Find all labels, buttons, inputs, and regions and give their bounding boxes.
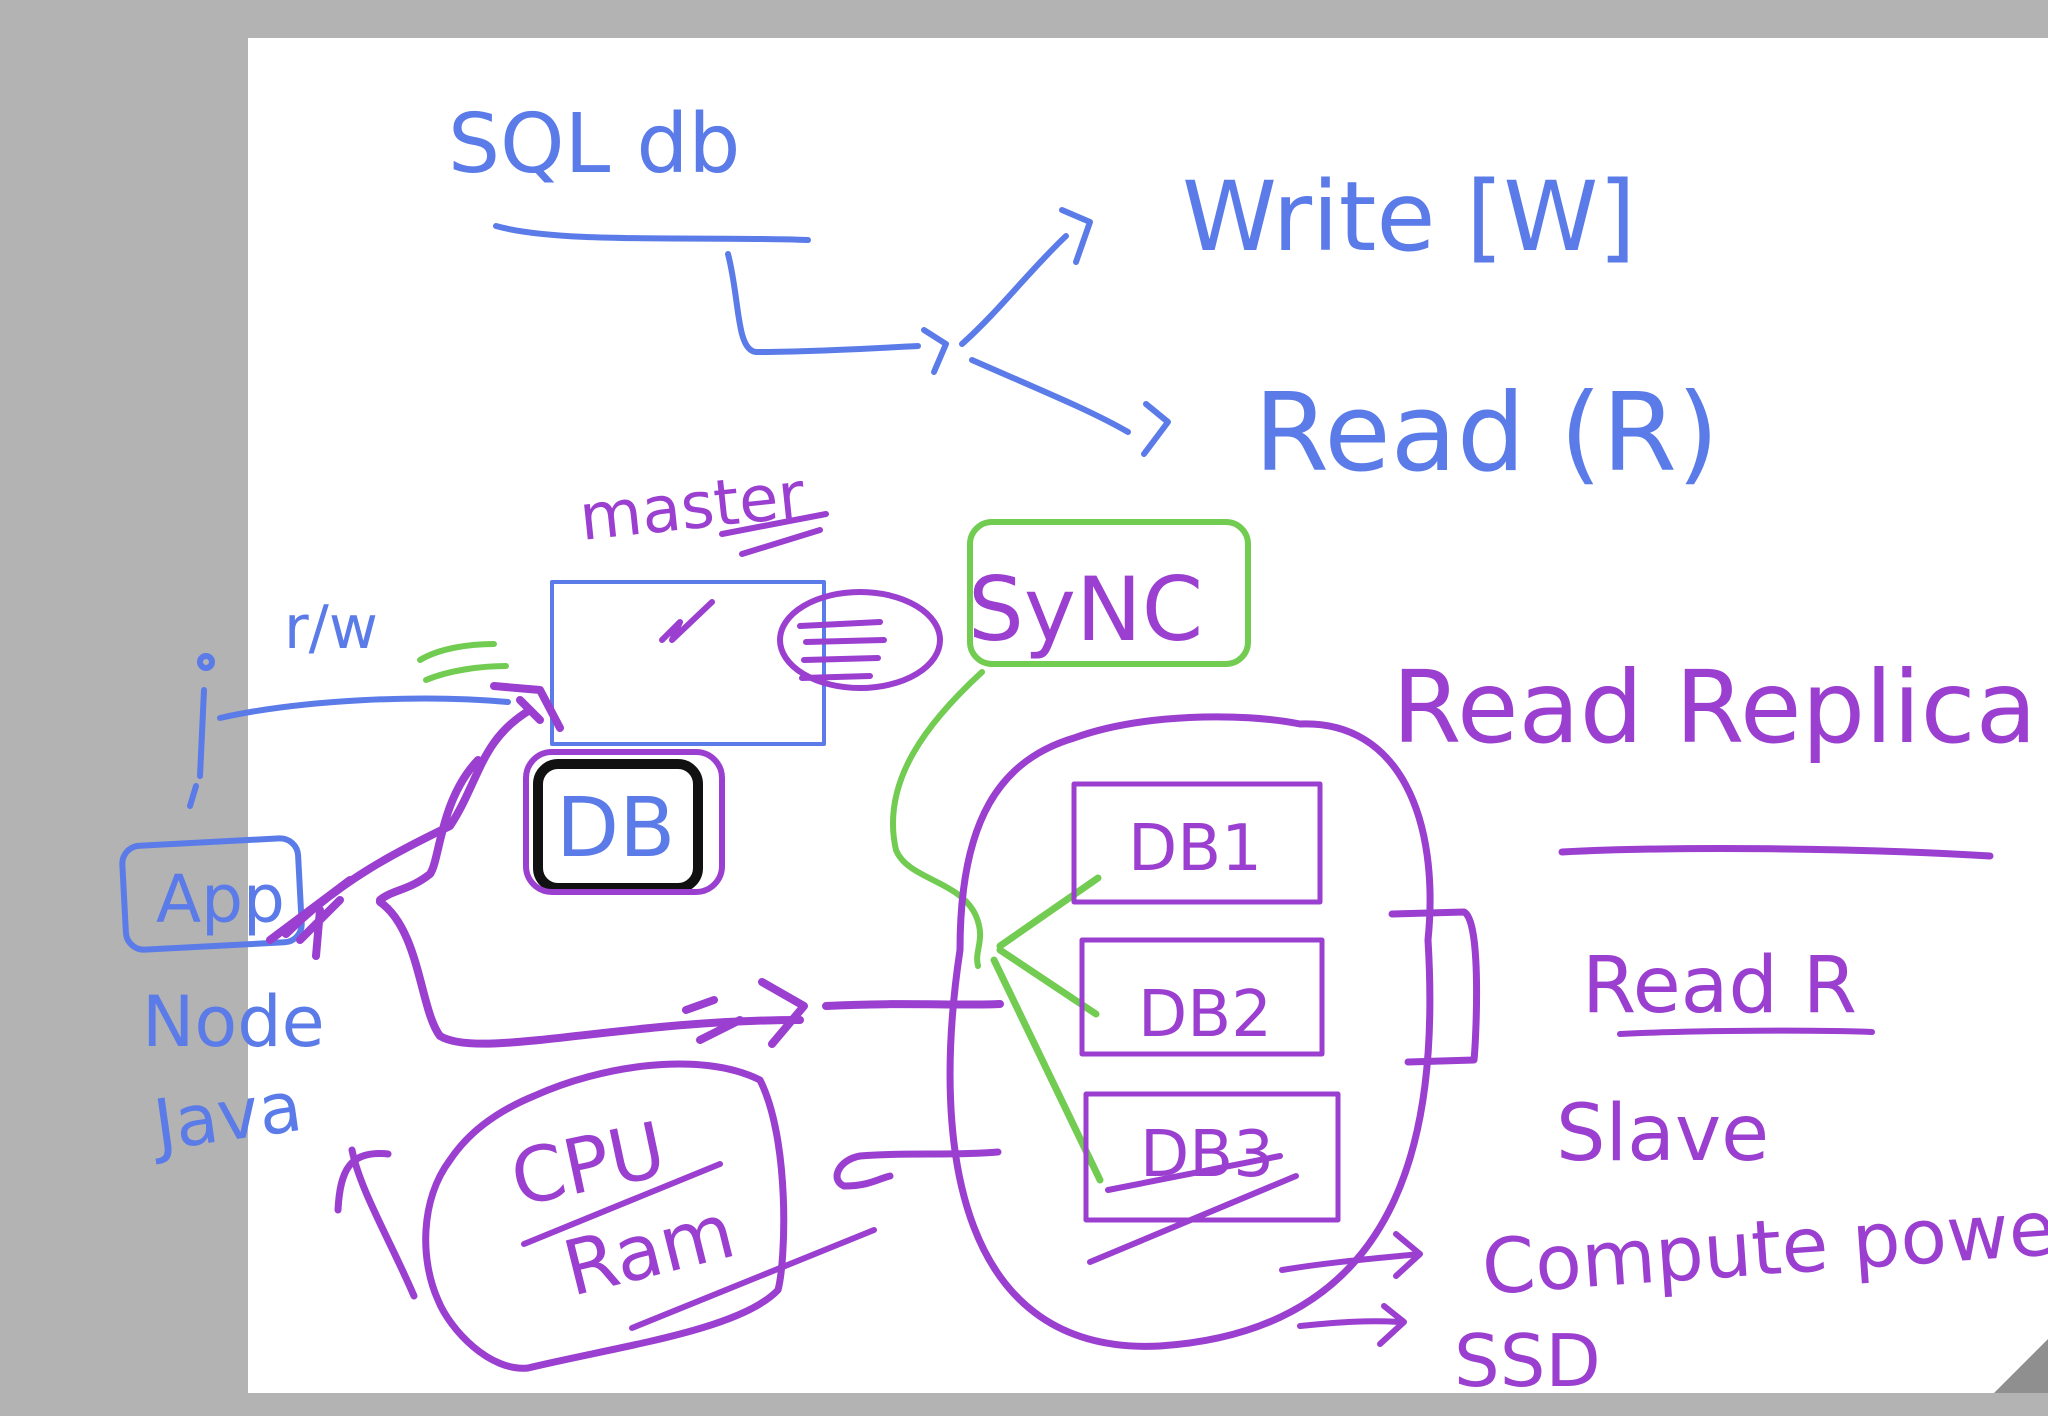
java-label: Java — [145, 1065, 307, 1167]
rw-underline — [417, 641, 509, 683]
title-underline — [493, 223, 811, 243]
ssd-note: SSD — [1454, 1319, 1601, 1403]
sync-link — [889, 669, 985, 969]
write-arrow-line — [959, 233, 1069, 347]
app-arrowhead — [266, 876, 354, 960]
master-list-lines — [797, 619, 887, 681]
replica-arrowhead — [682, 978, 808, 1048]
replica-to-server-link — [833, 1148, 1002, 1190]
compute-arrow — [1279, 1231, 1423, 1279]
write-arrowhead — [1059, 207, 1093, 265]
replica-title-read: Read Replica — [1392, 649, 2037, 766]
master-to-app-return — [376, 756, 482, 904]
master-checkmark — [659, 599, 715, 643]
db1-label: DB1 — [1128, 812, 1262, 886]
db2-label: DB2 — [1138, 978, 1272, 1052]
master-underline — [719, 511, 829, 557]
db-label: DB — [556, 781, 675, 876]
db1-box — [1071, 781, 1323, 905]
branch-arrowhead — [921, 327, 949, 375]
ssd-arrow — [1297, 1303, 1407, 1347]
server-up-arrow — [334, 1146, 418, 1300]
read-arrowhead — [1141, 401, 1171, 457]
resize-handle[interactable] — [1994, 1339, 2048, 1393]
rw-label: r/w — [284, 593, 378, 663]
app-box — [119, 835, 305, 953]
db2-box — [1079, 937, 1325, 1057]
read-label: Read (R) — [1254, 371, 1719, 496]
cpu-underline — [521, 1161, 723, 1247]
replica-link-tail — [822, 1000, 1004, 1010]
node-label: Node — [142, 981, 325, 1063]
db-box — [533, 759, 703, 893]
replica-cluster-outline — [946, 713, 1434, 1350]
read-r-note: Read R — [1582, 941, 1857, 1031]
ram-underline — [629, 1227, 877, 1331]
read-r-underline — [1617, 1027, 1875, 1037]
app-to-replica-link — [376, 898, 804, 1048]
app-label: App — [156, 861, 285, 938]
master-list-icon — [777, 589, 943, 691]
replica-title-underline — [1558, 845, 1994, 860]
user-head — [197, 653, 215, 671]
whiteboard-page — [248, 38, 2048, 1393]
slave-note: Slave — [1556, 1089, 1769, 1179]
server-box — [422, 1060, 788, 1372]
db3-box — [1083, 1091, 1341, 1223]
read-arrow-line — [969, 357, 1131, 435]
user-to-master-line — [217, 695, 511, 721]
user-body — [187, 687, 207, 809]
cluster-bracket — [1388, 908, 1481, 1066]
sql-db-title: SQL db — [448, 97, 740, 192]
master-arrowhead — [490, 682, 564, 732]
master-box — [550, 580, 826, 746]
compute-power-note: Compute power — [1479, 1181, 2048, 1312]
db3-strike — [1087, 1153, 1299, 1265]
branch-connector — [725, 251, 921, 355]
sync-box — [967, 519, 1251, 667]
sync-label: SyNC — [968, 558, 1203, 661]
db-box-outline — [523, 749, 725, 895]
write-label: Write [W] — [1182, 161, 1636, 273]
